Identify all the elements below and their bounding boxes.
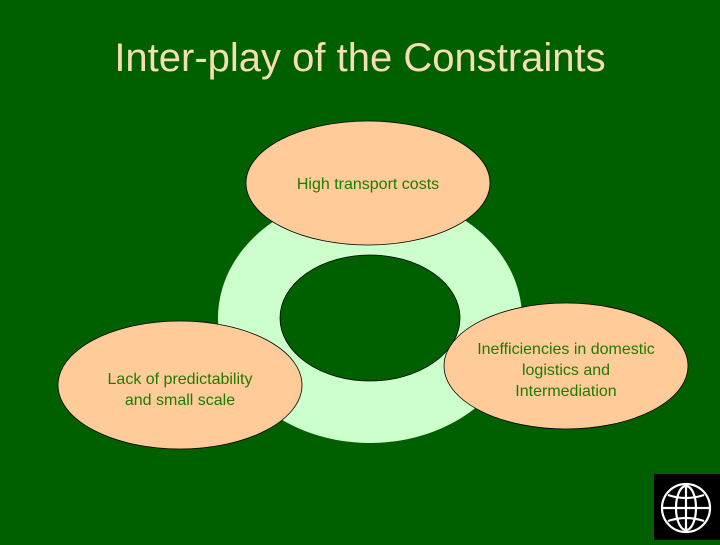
node-right-line2: logistics and xyxy=(521,362,611,379)
node-right-shape xyxy=(443,302,689,430)
node-right-label: Inefficiencies in domestic logistics and… xyxy=(446,339,686,402)
node-left-label: Lack of predictability and small scale xyxy=(60,369,300,411)
globe-icon xyxy=(660,482,712,534)
node-left-shape xyxy=(57,320,303,450)
slide-title: Inter-play of the Constraints xyxy=(114,36,606,80)
node-top-text: High transport costs xyxy=(296,176,440,193)
node-top-label: High transport costs xyxy=(248,174,488,195)
node-right-line1: Inefficiencies in domestic xyxy=(477,341,655,358)
cycle-ring-center xyxy=(279,254,461,382)
node-left-line2: and small scale xyxy=(124,392,236,409)
node-left-line1: Lack of predictability xyxy=(107,371,253,388)
world-bank-logo xyxy=(654,474,720,540)
node-right-line3: Intermediation xyxy=(515,383,617,400)
node-top-shape xyxy=(245,120,491,246)
